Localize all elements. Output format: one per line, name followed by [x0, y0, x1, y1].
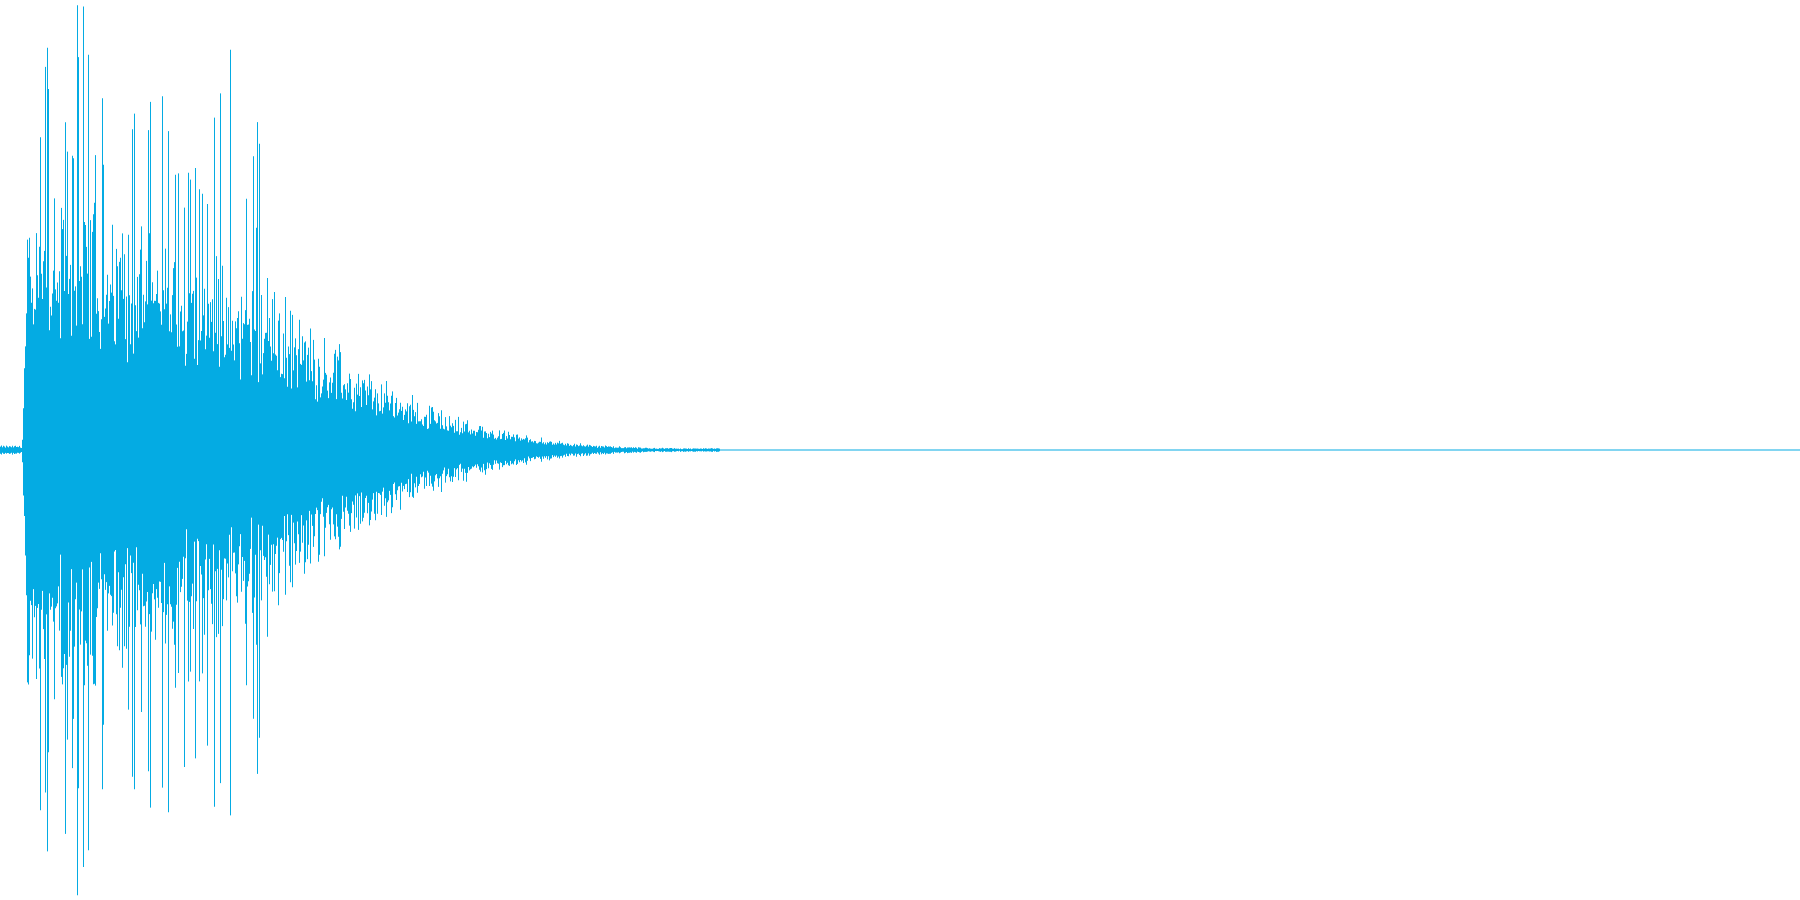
waveform-canvas — [0, 5, 1800, 896]
